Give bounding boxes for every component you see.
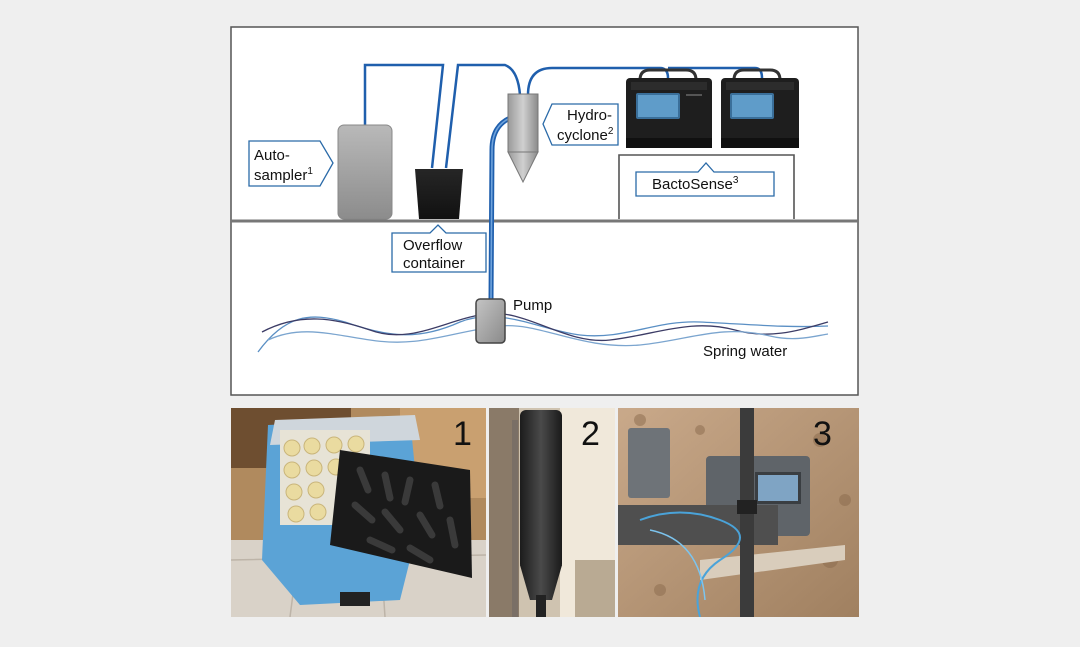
autosampler-label-line2: sampler1 (254, 166, 313, 184)
bactosense-label: BactoSense3 (652, 175, 739, 193)
photo-3-number: 3 (813, 415, 832, 453)
bactosense-callout: BactoSense3 (635, 162, 775, 197)
bactosense-device-2 (721, 68, 799, 148)
bactosense-bench (618, 154, 795, 219)
pipe-overflow-hydrocyclone (444, 63, 522, 169)
autosampler-callout: Auto- sampler1 (248, 140, 334, 187)
overflow-label-line1: Overflow (403, 237, 462, 254)
overflow-label-line2: container (403, 255, 465, 272)
pump-label: Pump (513, 297, 552, 314)
photo-1-number: 1 (453, 415, 472, 453)
hydrocyclone-unit (507, 93, 539, 184)
autosampler-unit (337, 124, 393, 220)
overflow-container (415, 169, 463, 219)
hydrocyclone-label-line2: cyclone2 (557, 126, 614, 144)
photo-2-number: 2 (581, 415, 600, 453)
autosampler-label-line1: Auto- (254, 147, 290, 164)
hydrocyclone-callout: Hydro- cyclone2 (542, 103, 619, 146)
pipe-autosampler-overflow (363, 63, 445, 169)
hydrocyclone-label-line1: Hydro- (567, 107, 612, 124)
pump-riser-pipe (488, 115, 512, 301)
pump-unit (475, 298, 506, 344)
photo-autosampler: 1 (231, 408, 486, 617)
spring-water-label: Spring water (703, 343, 787, 360)
photo-bactosense: 3 (618, 408, 859, 617)
pipe-hydrocyclone-bactosense1 (526, 66, 670, 96)
bactosense-device-1 (626, 68, 712, 148)
photo-hydrocyclone: 2 (489, 408, 615, 617)
setup-diagram: Auto- sampler1 Overflow container Hydro-… (230, 26, 859, 396)
spring-water-waves (257, 312, 829, 353)
overflow-callout: Overflow container (391, 224, 487, 273)
